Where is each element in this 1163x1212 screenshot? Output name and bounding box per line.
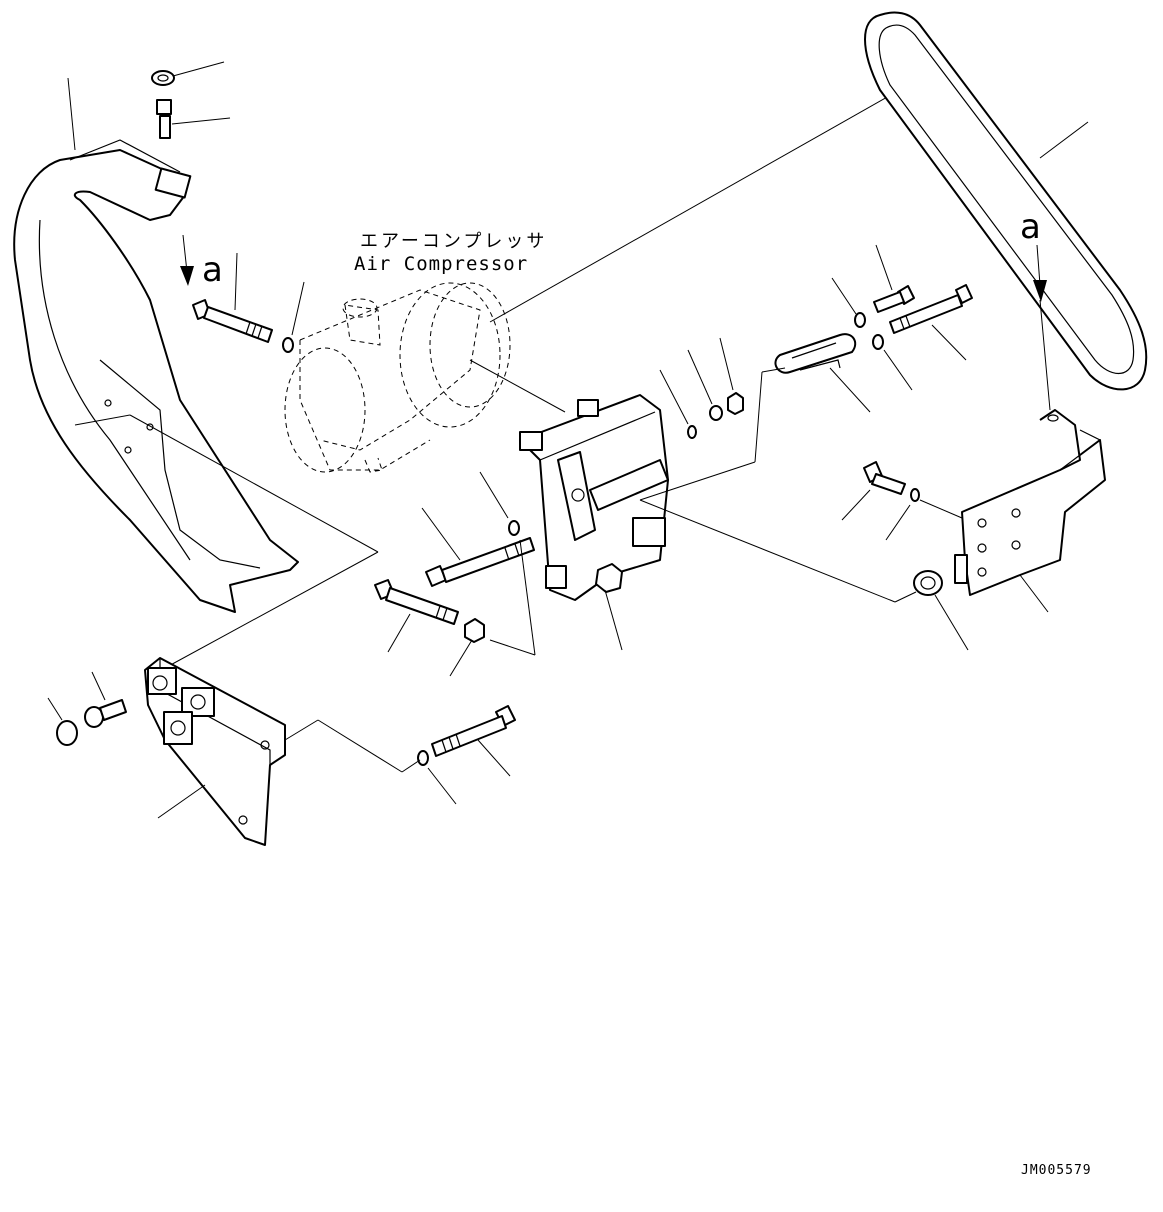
reference-mark-a-left: a — [202, 250, 223, 290]
nut-lower-center — [464, 618, 485, 643]
air-compressor — [284, 282, 511, 473]
long-bolt-upper-left — [192, 299, 273, 343]
belt-guard — [13, 139, 299, 613]
adjusting-link — [774, 333, 857, 374]
component-label-jp: エアーコンプレッサ — [360, 231, 547, 252]
compressor-bracket — [519, 394, 669, 601]
reference-mark-a-right: a — [1020, 207, 1041, 247]
bolt-lower-left — [84, 699, 127, 728]
lower-mount-bracket — [144, 657, 286, 846]
washer-lower-left — [56, 720, 78, 746]
bolt-upper-right-long — [889, 284, 973, 334]
washer-upper-left — [282, 337, 294, 353]
bolt-right-bracket — [863, 461, 906, 495]
component-label-en: Air Compressor — [354, 253, 528, 275]
v-belt — [864, 11, 1148, 391]
washer-right-bracket — [910, 488, 920, 502]
washer-upper-right-1 — [854, 312, 866, 328]
nut-mid-right — [727, 392, 744, 415]
bolt-lower-center — [374, 579, 459, 625]
spacer-collar — [913, 570, 943, 596]
top-bolt — [156, 99, 172, 139]
bolt-center — [425, 537, 535, 587]
washer-mid-right — [709, 405, 723, 421]
washer-center — [508, 520, 520, 536]
bolt-upper-right-short — [873, 285, 915, 313]
drawing-code: JM005579 — [1021, 1163, 1092, 1178]
washer-lower-right — [417, 750, 429, 766]
tension-bracket — [954, 409, 1106, 596]
clip-washer — [687, 425, 697, 439]
bolt-lower-right — [431, 705, 516, 757]
top-washer — [151, 70, 175, 86]
washer-upper-right-2 — [872, 334, 884, 350]
